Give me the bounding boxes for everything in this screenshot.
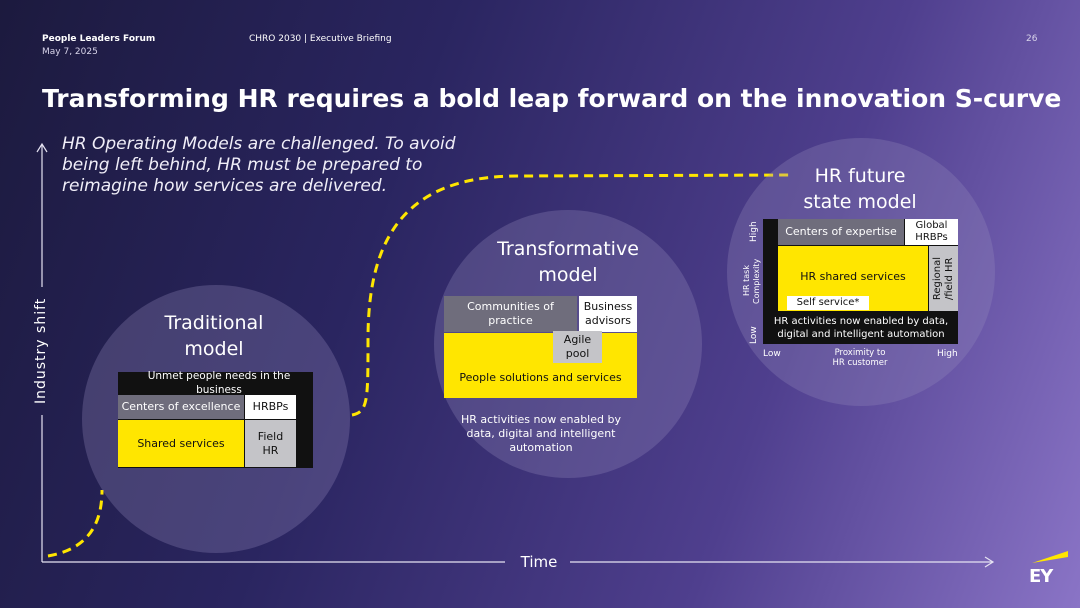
briefing-title: CHRO 2030 | Executive Briefing — [249, 34, 392, 44]
s-curve-start — [47, 489, 104, 558]
proximity-label: Proximity to HR customer — [820, 348, 900, 368]
agile-pool: Agile pool — [553, 331, 602, 363]
complexity-label: HR task Complexity — [742, 255, 762, 307]
title-line: model — [538, 264, 598, 286]
label-line: HR task — [742, 265, 751, 297]
intro-line: HR Operating Models are challenged. To a… — [62, 134, 456, 154]
text-line: digital and intelligent automation — [777, 329, 945, 340]
label-line: Global — [915, 220, 948, 231]
page-title: Transforming HR requires a bold leap for… — [42, 84, 1062, 113]
complexity-low: Low — [749, 326, 759, 344]
unmet-needs: Unmet people needs in the business — [147, 370, 291, 396]
y-axis-arrow — [36, 142, 48, 153]
regional-field-hr: Regional /field HR — [929, 246, 958, 311]
intro-line: being left behind, HR must be prepared t… — [62, 155, 423, 175]
y-axis-label: Industry shift — [33, 297, 49, 405]
text-line: automation — [509, 441, 573, 454]
ey-logo-text: EY — [1029, 566, 1053, 587]
regional-label: Regional /field HR — [932, 257, 956, 300]
label-line: Complexity — [752, 258, 761, 304]
x-axis-label: Time — [520, 553, 558, 571]
s-curve-main — [351, 173, 791, 417]
ey-logo-mark — [1032, 551, 1068, 563]
title-line: model — [184, 338, 244, 360]
centers-of-excellence: Centers of excellence — [118, 395, 244, 419]
centers-of-expertise: Centers of expertise — [778, 219, 904, 245]
shared-services: Shared services — [118, 420, 244, 467]
title-line: Traditional — [164, 312, 264, 334]
label-line: Business — [583, 300, 633, 313]
traditional-title: Traditional model — [130, 310, 298, 362]
label-line: advisors — [584, 314, 631, 327]
label-line: /field HR — [943, 257, 955, 300]
people-solutions: People solutions and services — [444, 333, 637, 398]
future-enabled-text: HR activities now enabled by data, digit… — [766, 315, 956, 341]
text-line: HR activities now enabled by data, — [773, 316, 949, 327]
label-line: Regional — [931, 256, 943, 301]
business-advisors: Business advisors — [579, 296, 637, 332]
label-line: HR customer — [832, 358, 888, 368]
proximity-high: High — [937, 349, 958, 359]
text-line: HR activities now enabled by — [461, 413, 621, 426]
proximity-low: Low — [763, 349, 781, 359]
label-line: HR — [262, 443, 279, 457]
label-line: pool — [565, 347, 590, 360]
transformative-enabled-text: HR activities now enabled by data, digit… — [446, 413, 636, 455]
global-hrbps: Global HRBPs — [905, 219, 958, 245]
communities-of-practice: Communities of practice — [444, 296, 577, 332]
label-line: Proximity to — [834, 348, 886, 358]
page-number: 26 — [1026, 34, 1038, 44]
header-date: May 7, 2025 — [42, 47, 98, 57]
text-line: data, digital and intelligent — [466, 427, 616, 440]
future-title: HR future state model — [775, 163, 945, 215]
self-service: Self service* — [787, 296, 869, 310]
x-axis-arrow — [984, 556, 995, 568]
title-line: Transformative — [497, 238, 639, 260]
label-line: Field — [257, 429, 284, 443]
label-line: Agile — [563, 333, 592, 346]
hrbps: HRBPs — [245, 395, 296, 419]
intro-text: HR Operating Models are challenged. To a… — [62, 134, 456, 197]
title-line: HR future — [814, 165, 906, 187]
title-line: state model — [803, 191, 917, 213]
label-line: HRBPs — [915, 232, 948, 243]
transformative-title: Transformative model — [460, 236, 676, 288]
label-line: Communities of — [467, 300, 554, 313]
intro-line: reimagine how services are delivered. — [62, 176, 388, 196]
forum-name: People Leaders Forum — [42, 34, 156, 44]
complexity-high: High — [749, 221, 759, 243]
field-hr: Field HR — [245, 420, 296, 467]
label-line: practice — [488, 314, 533, 327]
